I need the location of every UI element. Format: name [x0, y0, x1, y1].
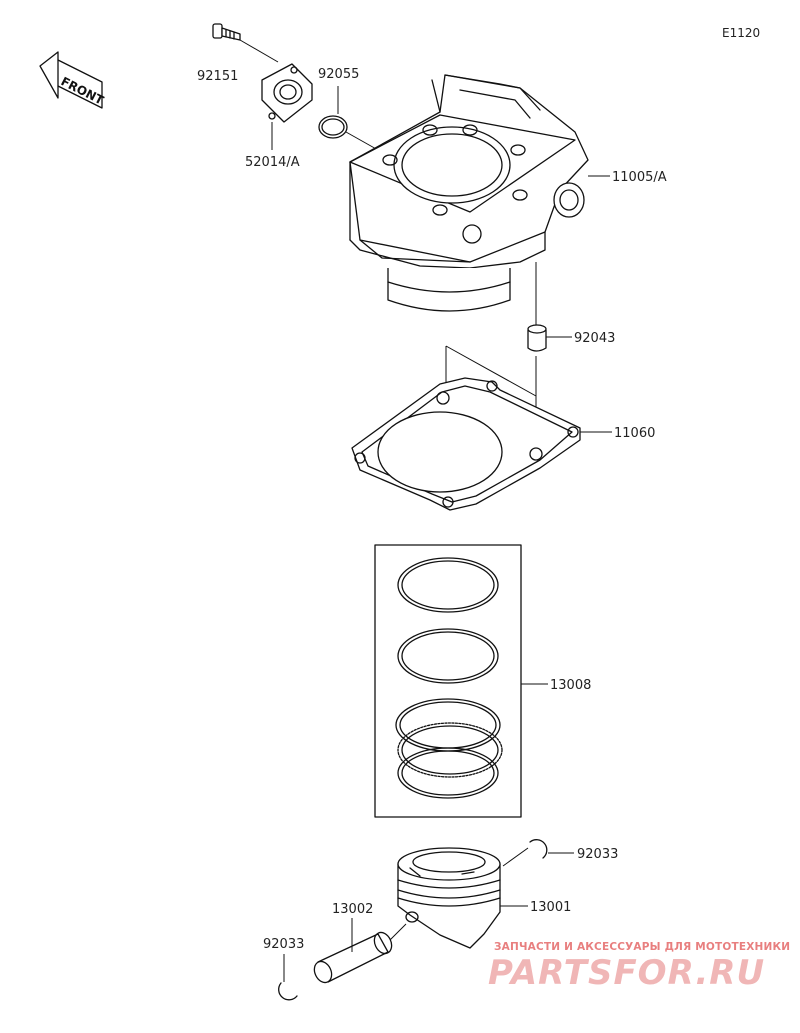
oring-part [318, 115, 348, 139]
label-dowel: 92043 [574, 331, 615, 346]
cylinder-part [349, 74, 589, 312]
ring-set-part [374, 544, 522, 818]
front-arrow-icon: FRONT [39, 51, 107, 109]
label-circlip-right: 92033 [577, 847, 618, 862]
label-ring-set: 13008 [550, 678, 591, 693]
bolt-part [212, 23, 279, 63]
watermark-tagline: ЗАПЧАСТИ И АКСЕССУАРЫ ДЛЯ МОТОТЕХНИКИ [494, 941, 790, 953]
label-piston: 13001 [530, 900, 571, 915]
label-bolt: 92151 [197, 69, 238, 84]
piston-part [397, 847, 501, 949]
circlip-left-part [278, 982, 298, 1001]
dowel-part [527, 324, 547, 352]
label-gasket: 11060 [614, 426, 655, 441]
label-cylinder: 11005/A [612, 170, 667, 185]
piston-pin-part [313, 931, 393, 984]
label-circlip-left: 92033 [263, 937, 304, 952]
label-oring: 92055 [318, 67, 359, 82]
label-pin: 13002 [332, 902, 373, 917]
circlip-right-part [529, 839, 548, 859]
gasket-part [351, 377, 581, 511]
fitting-part [261, 63, 313, 123]
watermark-brand: PARTSFOR.RU [488, 953, 765, 993]
label-fitting: 52014/A [245, 155, 300, 170]
diagram-code: E1120 [722, 26, 760, 40]
